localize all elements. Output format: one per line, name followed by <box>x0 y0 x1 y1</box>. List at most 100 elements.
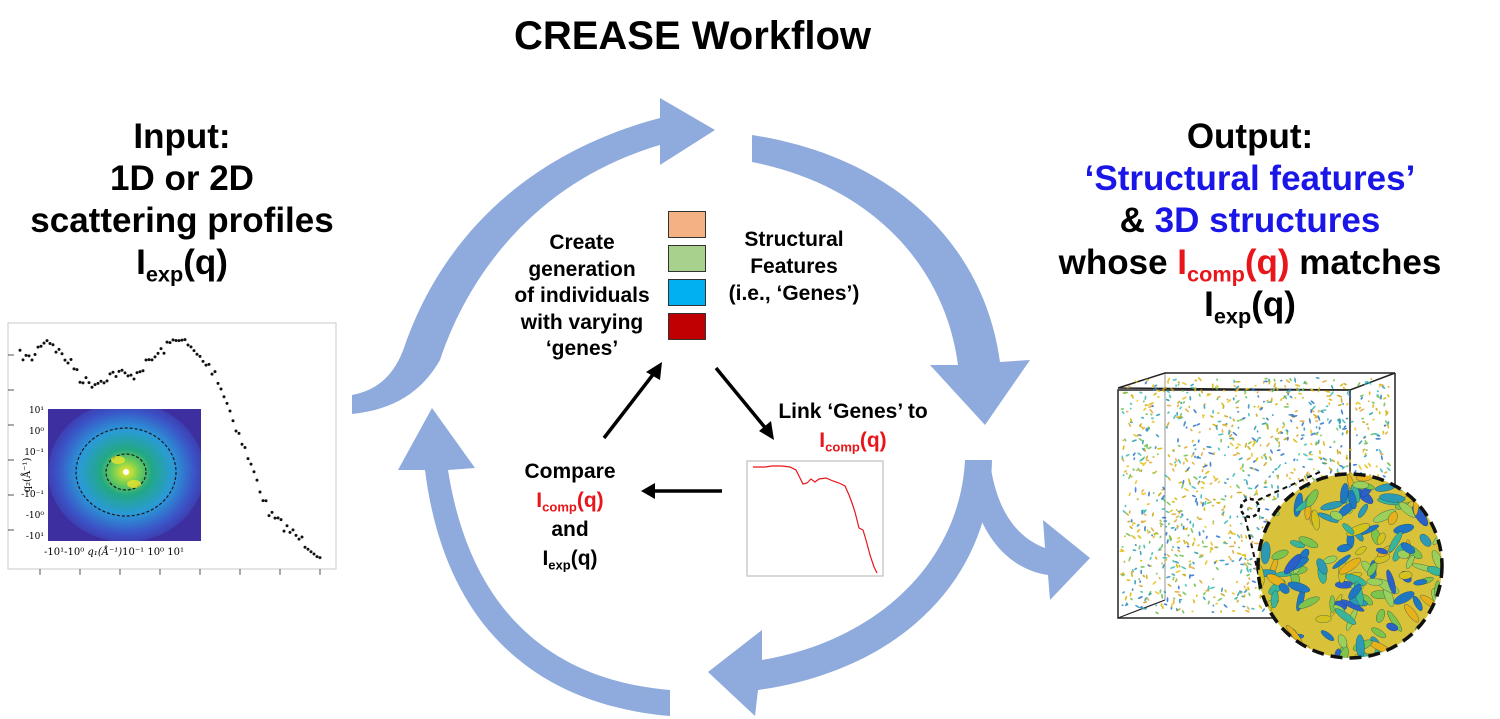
zoom-particle <box>1345 573 1367 586</box>
zoom-particle <box>1270 590 1279 609</box>
structure-particle <box>1188 573 1191 579</box>
zoom-particle <box>1436 513 1442 528</box>
scattering-point <box>174 339 178 343</box>
structure-particle <box>1337 460 1340 466</box>
structure-particle <box>1250 467 1253 470</box>
structure-particle <box>1138 434 1142 437</box>
structure-particle <box>1376 395 1381 399</box>
zoom-particle <box>1405 554 1415 569</box>
zoom-particle <box>1305 489 1319 508</box>
structure-particle <box>1182 591 1187 596</box>
structure-particle <box>1174 458 1178 463</box>
scattering-point <box>207 362 211 366</box>
structure-particle <box>1262 380 1265 384</box>
structure-particle <box>1176 411 1179 417</box>
structure-particle <box>1166 390 1170 393</box>
structure-particle <box>1123 470 1127 473</box>
structure-particle <box>1155 556 1158 560</box>
zoom-particle <box>1400 542 1416 554</box>
structure-particle <box>1254 586 1257 590</box>
structure-particle <box>1326 418 1329 421</box>
zoom-particle <box>1264 645 1279 655</box>
structure-particle <box>1191 485 1197 489</box>
structure-particle <box>1288 485 1292 488</box>
structure-particle <box>1273 382 1276 388</box>
structure-particle <box>1145 459 1150 462</box>
structure-particle <box>1311 405 1316 411</box>
structure-particle <box>1329 458 1332 463</box>
structure-particle <box>1196 423 1201 426</box>
structure-particle <box>1156 453 1159 456</box>
structure-particle <box>1141 489 1145 493</box>
structure-particle <box>1295 426 1299 429</box>
structure-particle <box>1129 402 1133 405</box>
structure-particle <box>1162 564 1165 569</box>
structure-particle <box>1331 384 1334 390</box>
structure-particle <box>1165 398 1170 402</box>
structure-particle <box>1169 538 1172 542</box>
structure-particle <box>1301 396 1304 399</box>
structure-particle <box>1132 549 1137 552</box>
structure-particle <box>1310 442 1313 446</box>
scattering-point <box>117 369 121 373</box>
structure-particle <box>1138 544 1141 550</box>
structure-particle <box>1247 404 1250 409</box>
structure-particle <box>1262 417 1265 420</box>
structure-particle <box>1227 399 1232 403</box>
structure-particle <box>1244 588 1248 591</box>
compare-line: Compare <box>524 460 616 483</box>
structure-particle <box>1247 445 1251 450</box>
structure-particle <box>1201 540 1204 544</box>
structure-particle <box>1171 546 1175 549</box>
structure-particle <box>1146 503 1151 506</box>
structure-particle <box>1183 446 1188 449</box>
zoom-particle <box>1430 483 1442 495</box>
structure-particle <box>1195 594 1198 597</box>
computed-profile-plot <box>746 460 884 577</box>
structure-particle <box>1251 607 1255 610</box>
zoom-particles <box>1258 474 1442 658</box>
structure-particle <box>1216 378 1219 381</box>
structure-particle <box>1229 557 1232 561</box>
structure-particle <box>1188 564 1191 569</box>
structure-particle <box>1166 539 1169 544</box>
structure-particle <box>1185 426 1188 429</box>
structure-particle <box>1166 421 1170 428</box>
structure-particle <box>1192 444 1197 447</box>
structure-particle <box>1172 559 1175 563</box>
structure-particle <box>1317 415 1321 421</box>
structure-particle <box>1235 406 1239 409</box>
structure-particle <box>1206 501 1213 504</box>
structure-particle <box>1128 556 1131 562</box>
structure-particle <box>1306 474 1309 477</box>
zoom-particle <box>1348 583 1362 600</box>
structure-particle <box>1320 434 1322 437</box>
structure-particle <box>1319 422 1325 425</box>
structure-particle <box>1270 397 1273 403</box>
structure-particle <box>1269 458 1272 461</box>
structure-particle <box>1178 599 1181 604</box>
structure-particle <box>1145 378 1150 381</box>
structure-particle <box>1387 394 1390 398</box>
structure-particle <box>1192 561 1195 565</box>
structure-particle <box>1140 590 1144 593</box>
structure-particle <box>1256 526 1260 531</box>
structure-particle <box>1149 564 1152 567</box>
structure-particle <box>1224 495 1227 498</box>
structure-particle <box>1246 606 1250 611</box>
structure-particle <box>1236 443 1241 446</box>
structure-particle <box>1212 423 1217 427</box>
structure-particle <box>1247 412 1250 417</box>
structure-particle <box>1277 492 1279 499</box>
structure-particle <box>1298 453 1301 456</box>
structure-particle <box>1121 572 1125 575</box>
structure-particle <box>1230 495 1233 499</box>
structure-particle <box>1219 559 1225 562</box>
structure-particle <box>1142 492 1147 495</box>
structure-particle <box>1130 418 1133 423</box>
structure-particle <box>1240 534 1243 539</box>
gene-box-2 <box>668 245 706 272</box>
structure-particle <box>1220 498 1226 501</box>
structure-particle <box>1123 391 1129 394</box>
